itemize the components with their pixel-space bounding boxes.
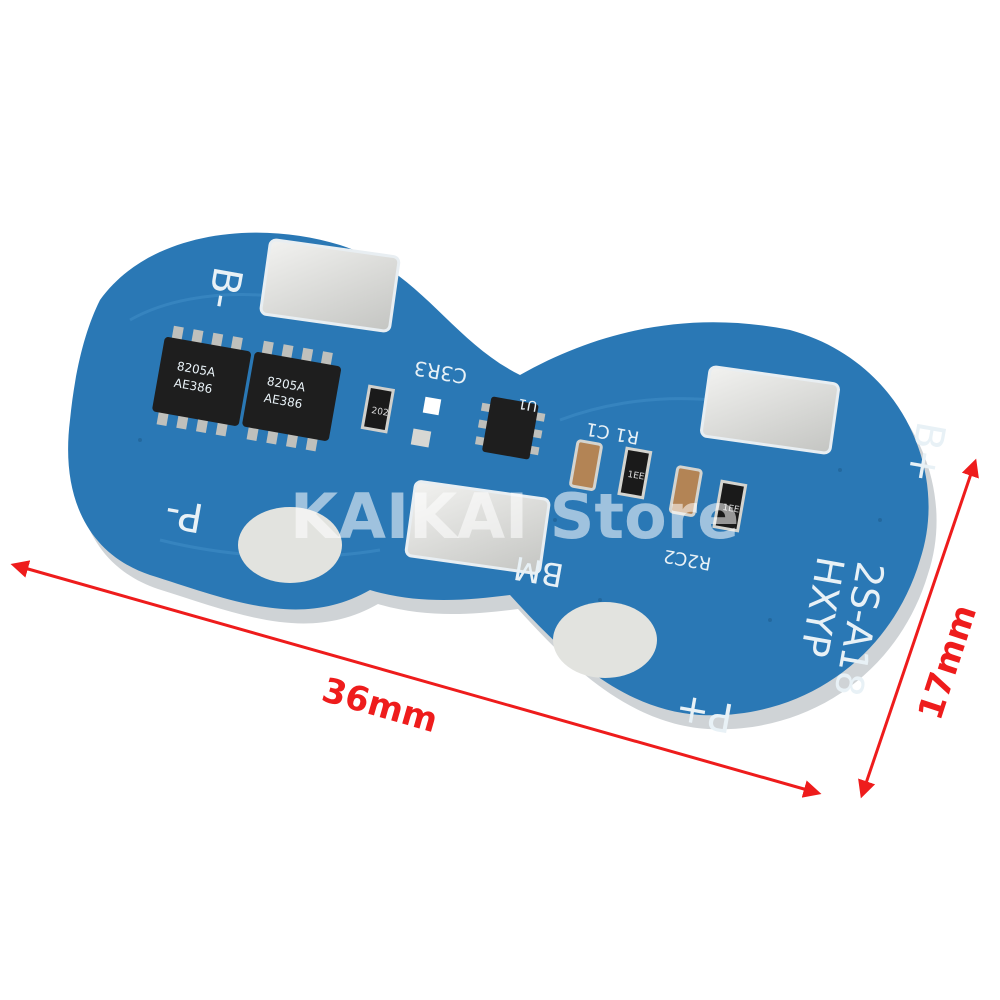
- resistor-202: 202: [360, 384, 396, 434]
- resistor-r2-code: 1EE: [722, 503, 741, 516]
- resistor-r2: 1EE: [712, 479, 748, 533]
- mosfet-chip-2: 8205A AE386: [242, 340, 341, 452]
- chip2-marking-a: 8205A: [266, 374, 307, 395]
- resistor-r1-code: 1EE: [627, 470, 646, 483]
- capacitor-c2: [668, 465, 703, 517]
- chip2-marking-b: AE386: [263, 391, 304, 412]
- resistor-202-code: 202: [371, 406, 390, 419]
- led-indicator: [422, 396, 442, 416]
- ref-u1: U1: [517, 395, 539, 414]
- watermark: KAIKAI Store: [290, 480, 739, 553]
- label-p-plus: P+: [672, 685, 737, 740]
- chip1-marking-a: 8205A: [176, 359, 217, 380]
- pad-b-minus: [259, 238, 401, 333]
- chip1-marking-b: AE386: [173, 376, 214, 397]
- pad-small: [410, 428, 432, 448]
- pad-b-plus: [700, 365, 840, 455]
- resistor-r1: 1EE: [617, 446, 653, 500]
- width-dimension-arrow: [858, 458, 979, 799]
- label-p-minus: P-: [162, 489, 207, 541]
- pad-p-plus: [553, 602, 657, 678]
- protection-ic: [475, 396, 546, 460]
- label-b-minus: B-: [198, 263, 251, 312]
- mosfet-chip-1: 8205A AE386: [152, 325, 251, 437]
- capacitor-c1: [569, 439, 603, 491]
- length-dimension-arrow: [10, 560, 822, 798]
